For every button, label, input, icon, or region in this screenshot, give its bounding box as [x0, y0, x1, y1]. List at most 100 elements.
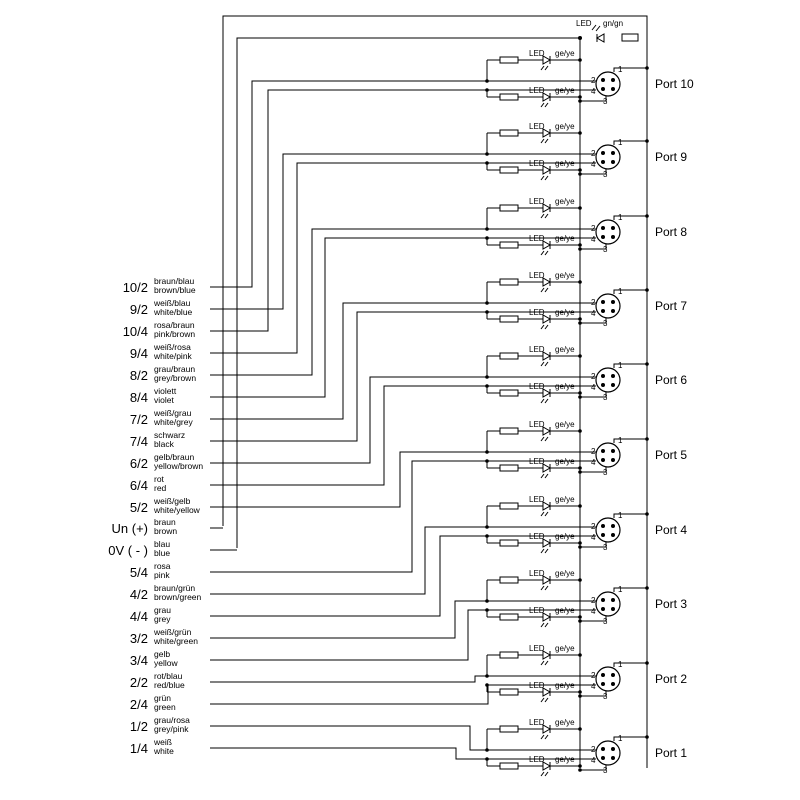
wire-color-de: violett [154, 386, 177, 396]
led-icon [542, 92, 552, 102]
led-ray [540, 213, 545, 219]
wire-pin: 7/4 [130, 434, 148, 449]
pin1-wire [613, 363, 647, 368]
pin1-wire [613, 662, 647, 667]
pin-dot [611, 300, 615, 304]
led-icon [542, 240, 552, 250]
wire-pin: 4/2 [130, 587, 148, 602]
led-ray [540, 287, 545, 293]
signal-wire [210, 80, 487, 288]
wire-color-en: black [154, 439, 175, 449]
led-icon [542, 351, 552, 361]
led-ray [544, 585, 549, 591]
junction-dot [578, 321, 582, 325]
signal-wire [210, 376, 487, 464]
pin1-wire [613, 67, 647, 72]
led-icon [542, 575, 552, 585]
led-ray [544, 361, 549, 367]
wire-pin: 6/2 [130, 456, 148, 471]
junction-dot [578, 168, 582, 172]
pin-number: 4 [591, 235, 596, 244]
signal-wire [210, 228, 487, 376]
header-led-ray [595, 25, 601, 32]
junction-dot [645, 512, 649, 516]
port-label: Port 8 [655, 225, 687, 239]
led-label: LED [529, 122, 545, 131]
wire-color-en: yellow/brown [154, 461, 203, 471]
port-label: Port 5 [655, 448, 687, 462]
pin-number: 4 [591, 87, 596, 96]
port-label: Port 7 [655, 299, 687, 313]
pin-dot [601, 87, 605, 91]
wire-color-en: white/pink [153, 351, 193, 361]
led-label: LED [529, 644, 545, 653]
led-ray [540, 361, 545, 367]
led-color: ge/ye [555, 569, 575, 578]
pin-dot [611, 598, 615, 602]
connector-icon [595, 219, 621, 245]
led-ray [540, 102, 545, 108]
pin-dot [601, 747, 605, 751]
pin-dot [611, 78, 615, 82]
pin3-wire [580, 318, 607, 324]
pin-dot [611, 374, 615, 378]
wire-pin: 9/2 [130, 302, 148, 317]
junction-dot [578, 391, 582, 395]
signal-wire [210, 311, 487, 442]
resistor [499, 278, 519, 286]
wire-color-en: white/yellow [153, 505, 201, 515]
pin-dot [601, 309, 605, 313]
pin-dot [601, 449, 605, 453]
signal-wire [210, 162, 487, 354]
wire-color-en: violet [154, 395, 174, 405]
resistor [499, 613, 519, 621]
pin-number: 4 [591, 607, 596, 616]
led-icon [542, 612, 552, 622]
led-icon [542, 277, 552, 287]
pin3-wire [580, 96, 607, 102]
pin-dot [601, 533, 605, 537]
junction-dot [578, 354, 582, 358]
wire-color-de: gelb/braun [154, 452, 194, 462]
led-color: ge/ye [555, 420, 575, 429]
junction-dot [578, 694, 582, 698]
pin-dot [611, 682, 615, 686]
header-led: LED gn/gn [576, 19, 623, 28]
pin-dot [601, 78, 605, 82]
junction-dot [645, 214, 649, 218]
pin-number: 1 [618, 65, 623, 74]
pin-number: 4 [591, 682, 596, 691]
led-icon [542, 724, 552, 734]
signal-wire [210, 675, 487, 683]
pin-dot [601, 458, 605, 462]
signal-wire [210, 609, 487, 661]
pin-dot [611, 449, 615, 453]
port-label: Port 1 [655, 746, 687, 760]
pin1-wire [613, 736, 647, 741]
wire-color-de: schwarz [154, 430, 185, 440]
wire-color-en: white [153, 746, 174, 756]
pin-dot [601, 374, 605, 378]
signal-wire [210, 747, 487, 760]
rail-negative [236, 37, 581, 768]
led-ray [544, 734, 549, 740]
pin-number: 4 [591, 756, 596, 765]
signal-wire [210, 385, 487, 486]
junction-dot [578, 615, 582, 619]
wire-color-en: brown [154, 526, 177, 536]
